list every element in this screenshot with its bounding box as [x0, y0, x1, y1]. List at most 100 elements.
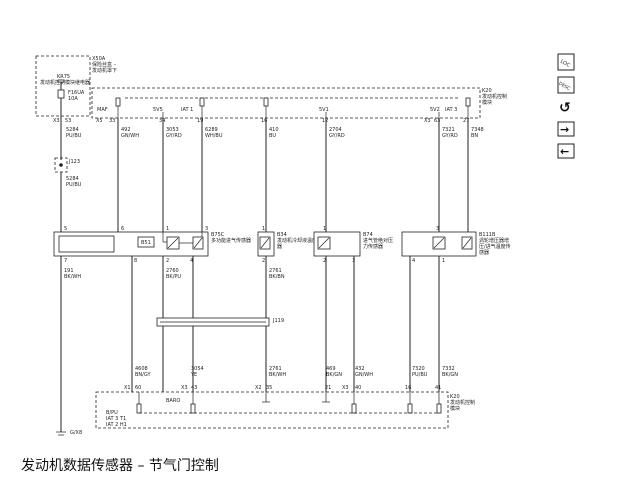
svg-text:BARO: BARO: [166, 398, 180, 404]
svg-text:PU/BU: PU/BU: [66, 133, 82, 139]
svg-text:发动机控制模块继电器: 发动机控制模块继电器: [40, 79, 90, 86]
svg-text:7348: 7348: [471, 127, 484, 133]
svg-text:4: 4: [190, 258, 193, 264]
svg-text:BK/BN: BK/BN: [269, 274, 285, 280]
svg-text:53: 53: [65, 118, 71, 124]
svg-text:2761: 2761: [269, 268, 282, 274]
svg-text:2: 2: [262, 258, 265, 264]
b111b-label: B111B: [479, 232, 496, 238]
svg-text:1: 1: [323, 226, 326, 232]
svg-text:8: 8: [134, 258, 137, 264]
svg-text:43: 43: [191, 385, 197, 391]
svg-text:2704: 2704: [329, 127, 342, 133]
svg-text:发动机罩下: 发动机罩下: [92, 67, 117, 74]
svg-text:2: 2: [166, 258, 169, 264]
svg-text:1: 1: [166, 226, 169, 232]
svg-text:进气管绝对压: 进气管绝对压: [363, 237, 393, 244]
svg-text:IAT 2 H1: IAT 2 H1: [106, 422, 127, 428]
svg-text:PU/BU: PU/BU: [412, 372, 428, 378]
svg-text:5V5: 5V5: [153, 107, 163, 113]
prev-button[interactable]: ←: [557, 143, 575, 159]
svg-text:DESC: DESC: [557, 81, 571, 92]
svg-text:40: 40: [355, 385, 361, 391]
sensor-b111b: 3 4 1 B111B 涡轮增压器增 压/进气温度传 感器: [401, 226, 511, 392]
svg-text:X5: X5: [96, 118, 103, 124]
b75c-maf-element: [58, 235, 115, 253]
svg-text:7321: 7321: [442, 127, 455, 133]
svg-text:469: 469: [326, 366, 336, 372]
svg-text:G/X8: G/X8: [70, 430, 82, 436]
svg-text:34: 34: [159, 118, 165, 124]
svg-text:16: 16: [261, 118, 267, 124]
svg-text:35: 35: [266, 385, 272, 391]
svg-text:模块: 模块: [450, 405, 460, 412]
svg-text:X3: X3: [181, 385, 188, 391]
svg-text:PU/BU: PU/BU: [66, 182, 82, 188]
arrow-right-icon: →: [560, 123, 569, 136]
side-toolbar: LOC DESC ↺ → ←: [557, 53, 575, 159]
svg-text:器: 器: [277, 244, 282, 250]
svg-text:GY/RD: GY/RD: [442, 133, 458, 139]
svg-text:X1: X1: [124, 385, 131, 391]
svg-text:BK/GN: BK/GN: [326, 372, 342, 378]
svg-text:B/PU: B/PU: [106, 410, 118, 416]
svg-text:3054: 3054: [191, 366, 204, 372]
svg-text:GN/WH: GN/WH: [121, 133, 139, 139]
loc-button[interactable]: LOC: [557, 53, 575, 71]
svg-text:J119: J119: [272, 318, 284, 324]
svg-text:多功能进气传感器: 多功能进气传感器: [211, 237, 251, 244]
desc-button[interactable]: DESC: [557, 76, 575, 94]
svg-text:16: 16: [405, 385, 411, 391]
svg-text:BN: BN: [471, 133, 478, 139]
svg-text:21: 21: [325, 385, 331, 391]
svg-text:4: 4: [412, 258, 415, 264]
svg-text:BN/GY: BN/GY: [135, 372, 151, 378]
svg-text:10A: 10A: [68, 96, 78, 102]
svg-text:BK/GN: BK/GN: [442, 372, 458, 378]
svg-text:GY/RD: GY/RD: [329, 133, 345, 139]
svg-text:X2: X2: [255, 385, 262, 391]
wire-5284: 5284 PU/BU J123 5284 PU/BU: [54, 116, 82, 232]
b75c-bottom-wires: 191 BK/WH 2760 BK/PU: [60, 256, 194, 432]
svg-text:IAT 3 T1: IAT 3 T1: [106, 416, 126, 422]
svg-text:19: 19: [197, 118, 203, 124]
internal-resistor: [115, 97, 121, 107]
svg-text:模块: 模块: [482, 99, 492, 106]
svg-text:X3: X3: [424, 118, 431, 124]
svg-text:5V1: 5V1: [319, 107, 329, 113]
ecm-top-title: K20: [482, 88, 492, 94]
next-button[interactable]: →: [557, 121, 575, 137]
svg-text:LOC: LOC: [559, 59, 571, 69]
fuse-icon: [57, 89, 65, 99]
svg-text:涡轮增压器增: 涡轮增压器增: [479, 237, 509, 244]
svg-text:7320: 7320: [412, 366, 425, 372]
svg-text:2: 2: [323, 258, 326, 264]
svg-text:63: 63: [434, 118, 440, 124]
svg-text:IAT 3: IAT 3: [445, 107, 457, 113]
svg-text:3053: 3053: [166, 127, 179, 133]
svg-text:5284: 5284: [66, 127, 79, 133]
svg-text:41: 41: [435, 385, 441, 391]
svg-text:BK/WH: BK/WH: [64, 274, 81, 280]
svg-text:1: 1: [442, 258, 445, 264]
svg-text:7332: 7332: [442, 366, 455, 372]
svg-text:12: 12: [322, 118, 328, 124]
svg-text:IAT 1: IAT 1: [181, 107, 193, 113]
svg-text:力传感器: 力传感器: [363, 243, 383, 250]
svg-text:GN/WH: GN/WH: [355, 372, 373, 378]
svg-text:X3: X3: [342, 385, 349, 391]
svg-text:WH/BU: WH/BU: [205, 133, 223, 139]
svg-text:2760: 2760: [166, 268, 179, 274]
svg-text:发动机控制: 发动机控制: [482, 93, 507, 100]
svg-text:GY/RD: GY/RD: [166, 133, 182, 139]
back-button[interactable]: ↺: [559, 100, 571, 116]
arrow-left-icon: ←: [560, 145, 569, 158]
svg-text:33: 33: [109, 118, 115, 124]
svg-text:X3: X3: [53, 118, 60, 124]
svg-text:BU: BU: [269, 133, 276, 139]
diagram-caption: 发动机数据传感器 – 节气门控制: [21, 458, 219, 474]
svg-text:6289: 6289: [205, 127, 218, 133]
svg-text:3: 3: [205, 226, 208, 232]
svg-text:27: 27: [463, 118, 469, 124]
